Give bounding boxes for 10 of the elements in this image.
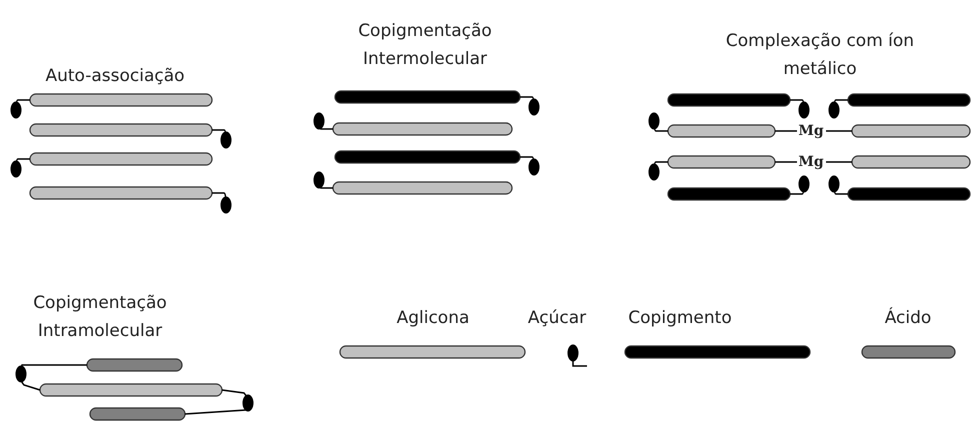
panel-title: Copigmentação Intermolecular (357, 20, 493, 71)
panel-title: Copigmentação Intramolecular (32, 292, 168, 343)
panel-title: Auto-associação (45, 65, 185, 88)
metal-symbol: Mg (798, 122, 824, 141)
legend-label: Aglicona (396, 307, 470, 330)
legend-label: Ácido (884, 306, 932, 330)
metal-symbol: Mg (798, 153, 824, 172)
panel-title: Complexação com íon metálico (724, 30, 916, 81)
legend-label: Açúcar (528, 307, 586, 330)
legend-label: Copigmento (628, 307, 732, 330)
